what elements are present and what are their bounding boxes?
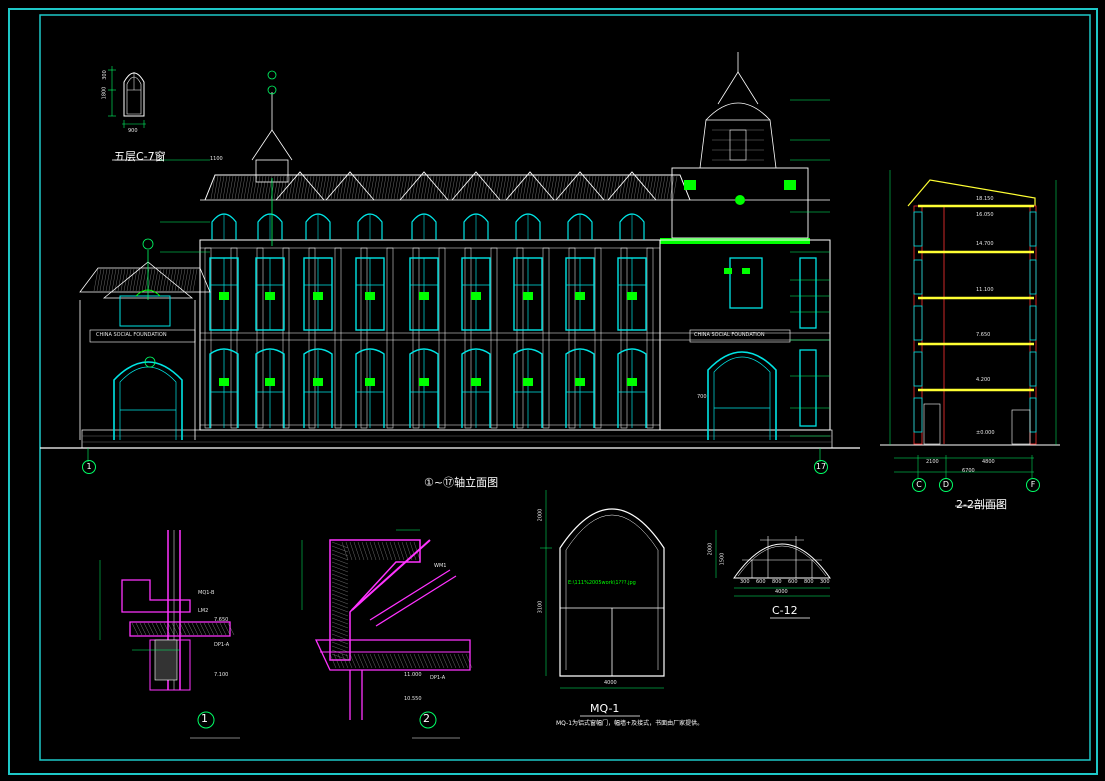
section-level-5: 7.650 xyxy=(976,332,991,338)
title-section: 2-2剖面图 xyxy=(956,498,1007,511)
dim-mq1-height: 3100 xyxy=(537,600,544,614)
section-2-2 xyxy=(880,170,1060,507)
section-level-1: 18.150 xyxy=(976,196,994,202)
section-level-7: ±0.000 xyxy=(976,430,995,436)
grid-axis-f: F xyxy=(1026,478,1040,492)
dim-section-span-2: 4800 xyxy=(982,459,995,465)
grid-axis-1: 1 xyxy=(82,460,96,474)
dim-c7-top: 300 xyxy=(101,70,108,80)
label-dp1-a-2: DP1-A xyxy=(430,675,446,681)
dim-mq1-width: 4000 xyxy=(604,680,617,686)
dim-c7-width: 900 xyxy=(128,128,138,134)
label-mq1-b: MQ1-B xyxy=(198,590,215,596)
grid-axis-17: 17 xyxy=(814,460,828,474)
detail-2 xyxy=(301,529,473,739)
section-level-6: 4.200 xyxy=(976,377,991,383)
dim-c12-seg-1: 300 xyxy=(740,579,750,585)
label-lvl-7100: 7.100 xyxy=(214,672,229,678)
dim-c12-seg-5: 800 xyxy=(804,579,814,585)
mq1-file-text: E:\111%2005work\1???.jpg xyxy=(568,580,636,586)
section-level-3: 14.700 xyxy=(976,241,994,247)
section-level-4: 11.100 xyxy=(976,287,994,293)
dim-c12-width: 4000 xyxy=(775,589,788,595)
dim-c12-seg-2: 600 xyxy=(756,579,766,585)
main-elevation xyxy=(40,52,860,462)
title-elevation: ①~⑰轴立面图 xyxy=(424,476,499,489)
mq1-note: MQ-1为铝式窗幅门，幅墙+及接式，书面由厂家提供。 xyxy=(556,720,704,727)
banner-right: CHINA SOCIAL FOUNDATION xyxy=(694,332,765,338)
detail-1-number: 1 xyxy=(201,712,208,725)
dim-c7-height: 1800 xyxy=(101,86,108,100)
inner-frame xyxy=(39,14,1091,761)
label-lvl-7650: 7.650 xyxy=(214,617,229,623)
label-wm1: WM1 xyxy=(434,563,447,569)
dim-c12-seg-3: 800 xyxy=(772,579,782,585)
title-mq1: MQ-1 xyxy=(590,702,620,715)
label-lvl-10550: 10.550 xyxy=(404,696,422,702)
label-lvl-11000: 11.000 xyxy=(404,672,422,678)
title-window-c7: 五层C-7窗 xyxy=(114,150,166,163)
detail-1 xyxy=(99,530,240,739)
detail-2-number: 2 xyxy=(423,712,430,725)
outer-frame xyxy=(8,8,1098,775)
banner-left: CHINA SOCIAL FOUNDATION xyxy=(96,332,167,338)
window-c7-detail xyxy=(108,66,160,161)
title-c12: C-12 xyxy=(772,604,798,617)
grid-axis-c: C xyxy=(912,478,926,492)
dim-section-total: 6700 xyxy=(962,468,975,474)
dim-elev-1100: 1100 xyxy=(210,156,223,162)
dim-c12-seg-6: 300 xyxy=(820,579,830,585)
window-c12 xyxy=(715,530,831,619)
dim-c12-height: 1500 xyxy=(719,552,726,566)
dim-elev-700: 700 xyxy=(697,394,707,400)
door-mq1 xyxy=(540,490,665,717)
dim-mq1-top: 2000 xyxy=(537,508,544,522)
grid-axis-d: D xyxy=(939,478,953,492)
label-dp1-a-1: DP1-A xyxy=(214,642,230,648)
section-level-2: 16.050 xyxy=(976,212,994,218)
dim-section-span-1: 2100 xyxy=(926,459,939,465)
label-lm2: LM2 xyxy=(198,608,209,614)
dim-c12-total: 2000 xyxy=(707,542,714,556)
dim-c12-seg-4: 600 xyxy=(788,579,798,585)
